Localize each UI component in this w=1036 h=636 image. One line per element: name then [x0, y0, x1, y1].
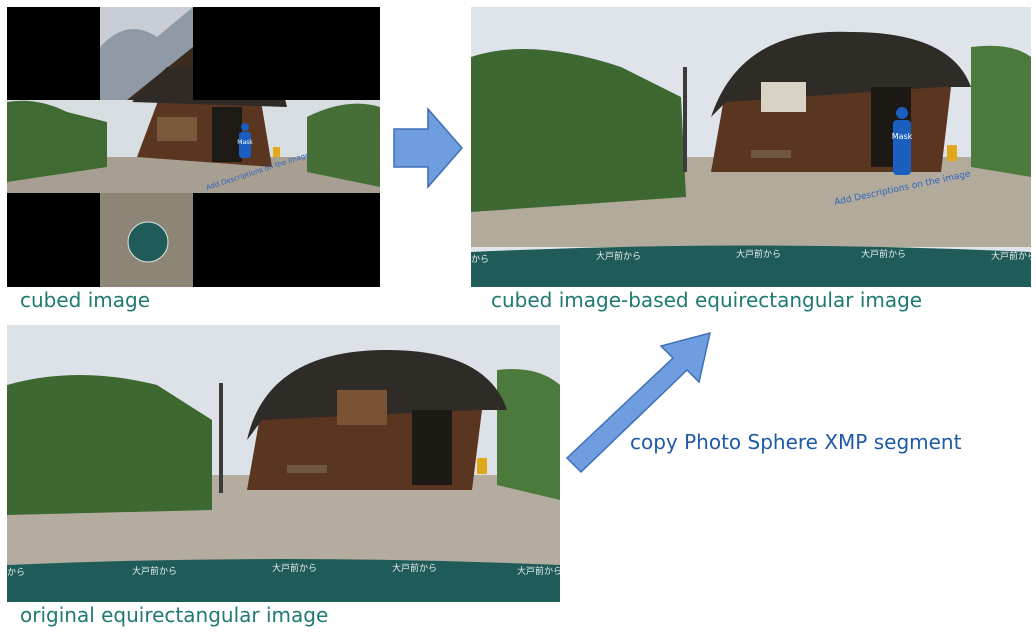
- cubed-equirect-image: Mask Add Descriptions on the image から 大戸…: [471, 7, 1031, 287]
- band-label-equirect-3: 大戸前から: [736, 248, 781, 260]
- band-label-original-5: 大戸前から: [517, 565, 560, 577]
- cubed-image: Mask Add Descriptions on the image: [7, 7, 380, 287]
- mask-label-equirect: Mask: [892, 132, 913, 141]
- band-label-original-1: から: [7, 567, 25, 578]
- mask-label-cubed: Mask: [237, 139, 253, 146]
- band-label-original-3: 大戸前から: [272, 562, 317, 574]
- caption-original-equirect-image: original equirectangular image: [20, 603, 329, 627]
- diagonal-arrow: [565, 330, 715, 475]
- original-equirect-image: から 大戸前から 大戸前から 大戸前から 大戸前から: [7, 325, 560, 602]
- band-label-equirect-5: 大戸前から: [991, 250, 1031, 262]
- caption-copy-step: copy Photo Sphere XMP segment: [630, 430, 962, 454]
- caption-cubed-image: cubed image: [20, 288, 151, 312]
- cubed-equirect-graphic: Mask Add Descriptions on the image から 大戸…: [471, 7, 1031, 287]
- band-label-equirect-2: 大戸前から: [596, 250, 641, 262]
- right-arrow: [392, 107, 464, 189]
- band-label-equirect-4: 大戸前から: [861, 248, 906, 260]
- mask-figure: Mask: [237, 123, 253, 158]
- band-label-equirect-1: から: [471, 254, 489, 265]
- original-equirect-graphic: から 大戸前から 大戸前から 大戸前から 大戸前から: [7, 325, 560, 602]
- mask-figure-equirect: Mask: [892, 107, 913, 175]
- cubed-image-graphic: Mask Add Descriptions on the image: [7, 7, 380, 287]
- caption-cubed-equirect-image: cubed image-based equirectangular image: [491, 288, 923, 312]
- band-label-original-4: 大戸前から: [392, 562, 437, 574]
- band-label-original-2: 大戸前から: [132, 565, 177, 577]
